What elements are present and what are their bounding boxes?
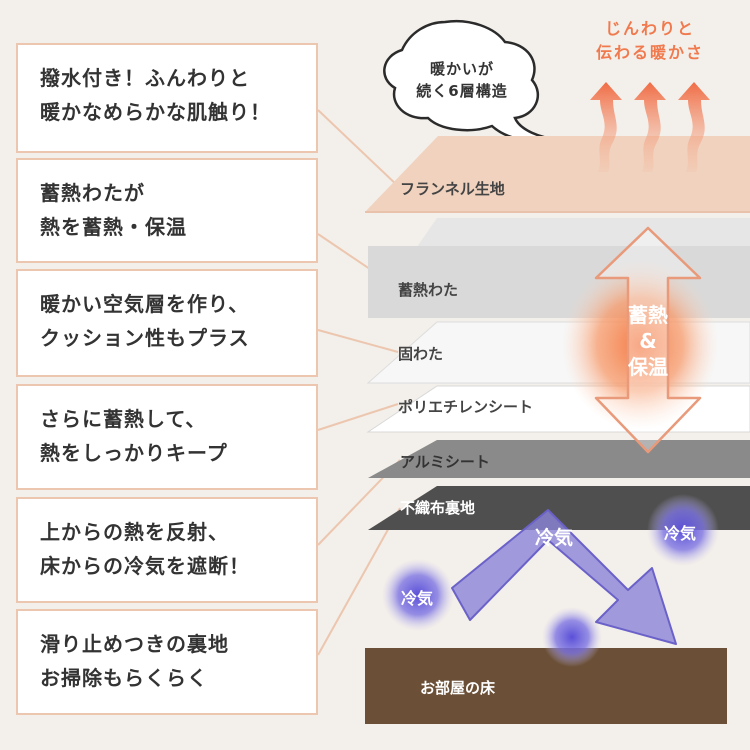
- cold-arrow-icon: [451, 509, 677, 645]
- cold-dot-left-label: 冷気: [401, 589, 434, 608]
- cold-dot-bottom: [542, 607, 602, 667]
- callout-line: 床からの冷気を遮断！: [40, 554, 250, 578]
- callout-polyethylene: さらに蓄熱して、 熱をしっかりキープ: [16, 384, 318, 490]
- bubble-text: 暖かいが 続く6層構造: [402, 58, 522, 102]
- heat-glow: [562, 260, 718, 430]
- layer-label-flannel: フランネル生地: [400, 180, 505, 198]
- layer-label-polyethylene: ポリエチレンシート: [398, 398, 534, 416]
- bubble-line: 暖かいが: [429, 60, 494, 78]
- layer-flannel-shape: [365, 136, 750, 212]
- badge-line: &: [639, 329, 657, 353]
- callout-line: 撥水付き！ふんわりと: [40, 66, 250, 90]
- callout-line: お掃除もらくらく: [40, 666, 208, 690]
- callout-line: さらに蓄熱して、: [40, 407, 207, 431]
- callout-line: クッション性もプラス: [40, 326, 250, 350]
- callout-line: 暖かなめらかな肌触り！: [40, 100, 271, 124]
- callout-line: 暖かい空気層を作り、: [40, 292, 250, 316]
- floor-shape: [365, 648, 727, 724]
- callout-heat-wadding: 蓄熱わたが 熱を蓄熱・保温: [16, 158, 318, 263]
- callout-line: 上からの熱を反射、: [40, 520, 229, 544]
- layer-label-aluminum: アルミシート: [400, 453, 490, 471]
- layer-label-firm-wadding: 固わた: [398, 345, 444, 363]
- callout-line: 滑り止めつきの裏地: [40, 632, 229, 656]
- badge-line: 保温: [628, 355, 668, 379]
- heat-retention-badge: 蓄熱 & 保温: [608, 302, 688, 380]
- heat-caption-line: 伝わる暖かさ: [595, 43, 704, 62]
- cold-arrow-label: 冷気: [535, 527, 574, 549]
- layer-label-heat-wadding: 蓄熱わた: [398, 281, 459, 299]
- layer-label-nonwoven: 不織布裏地: [400, 499, 476, 517]
- cold-dot-right: [647, 494, 719, 566]
- callout-flannel: 撥水付き！ふんわりと 暖かなめらかな肌触り！: [16, 43, 318, 153]
- badge-line: 蓄熱: [628, 303, 668, 327]
- callout-line: 熱を蓄熱・保温: [40, 215, 187, 239]
- callout-nonwoven: 滑り止めつきの裏地 お掃除もらくらく: [16, 609, 318, 715]
- callout-line: 熱をしっかりキープ: [40, 441, 228, 465]
- layer-aluminum-shape: [368, 440, 750, 478]
- double-arrow-icon: [594, 226, 702, 454]
- callout-firm-wadding: 暖かい空気層を作り、 クッション性もプラス: [16, 269, 318, 377]
- callout-line: 蓄熱わたが: [40, 181, 145, 205]
- connector-lines: [317, 109, 401, 656]
- heat-caption: じんわりと 伝わる暖かさ: [575, 17, 725, 65]
- heat-arrows: [590, 82, 710, 172]
- cold-dot-left: [382, 559, 454, 631]
- callout-aluminum: 上からの熱を反射、 床からの冷気を遮断！: [16, 497, 318, 603]
- floor-label: お部屋の床: [420, 679, 496, 697]
- heat-caption-line: じんわりと: [604, 19, 695, 38]
- bubble-line: 続く6層構造: [416, 82, 508, 100]
- cold-dot-right-label: 冷気: [664, 524, 697, 543]
